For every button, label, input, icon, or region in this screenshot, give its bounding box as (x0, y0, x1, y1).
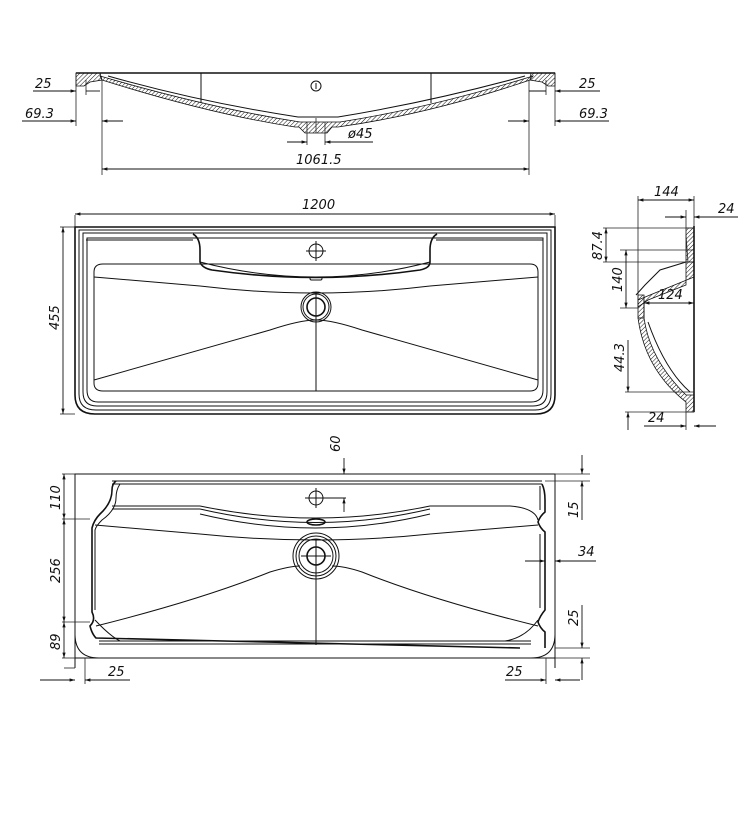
dim-inner-width: 1061.5 (296, 153, 342, 168)
dim-bottom-side-depth: 34 (578, 545, 595, 560)
dim-side-base-wall: 24 (648, 411, 665, 426)
dim-front-right-lip: 25 (579, 77, 596, 92)
dim-bottom-top-bracket: 110 (49, 485, 64, 510)
dim-drain-diameter: ø45 (347, 127, 373, 142)
dim-side-bottom-height: 44.3 (613, 343, 628, 372)
dim-bottom-top-margin: 15 (567, 501, 582, 518)
side-section-view: 144 24 87.4 140 124 44.3 24 (591, 185, 738, 430)
dim-overall-depth: 455 (48, 305, 63, 330)
dim-side-deck-depth: 124 (658, 288, 683, 303)
dim-side-bowl-offset: 140 (611, 267, 626, 292)
top-view: 1200 455 (48, 198, 556, 415)
dim-side-back-wall: 24 (718, 202, 735, 217)
front-section-view: 25 69.3 25 69.3 ø45 1061.5 (22, 72, 609, 175)
dim-bottom-right-edge: 25 (506, 665, 523, 680)
dim-front-right-offset: 69.3 (579, 107, 608, 122)
dim-bottom-tap-offset: 60 (329, 435, 344, 452)
dim-bottom-bracket-spacing: 256 (49, 558, 64, 583)
dim-bottom-bottom-margin: 25 (567, 609, 582, 626)
dim-bottom-left-edge: 25 (108, 665, 125, 680)
dim-bottom-bottom-bracket: 89 (49, 633, 64, 650)
dim-side-depth: 144 (654, 185, 679, 200)
dim-front-left-offset: 69.3 (25, 107, 54, 122)
dim-overall-width: 1200 (302, 198, 335, 213)
bottom-view: 60 110 256 89 25 25 15 34 25 (40, 435, 596, 684)
dim-front-left-lip: 25 (35, 77, 52, 92)
dim-side-faucet-height: 87.4 (591, 231, 606, 260)
